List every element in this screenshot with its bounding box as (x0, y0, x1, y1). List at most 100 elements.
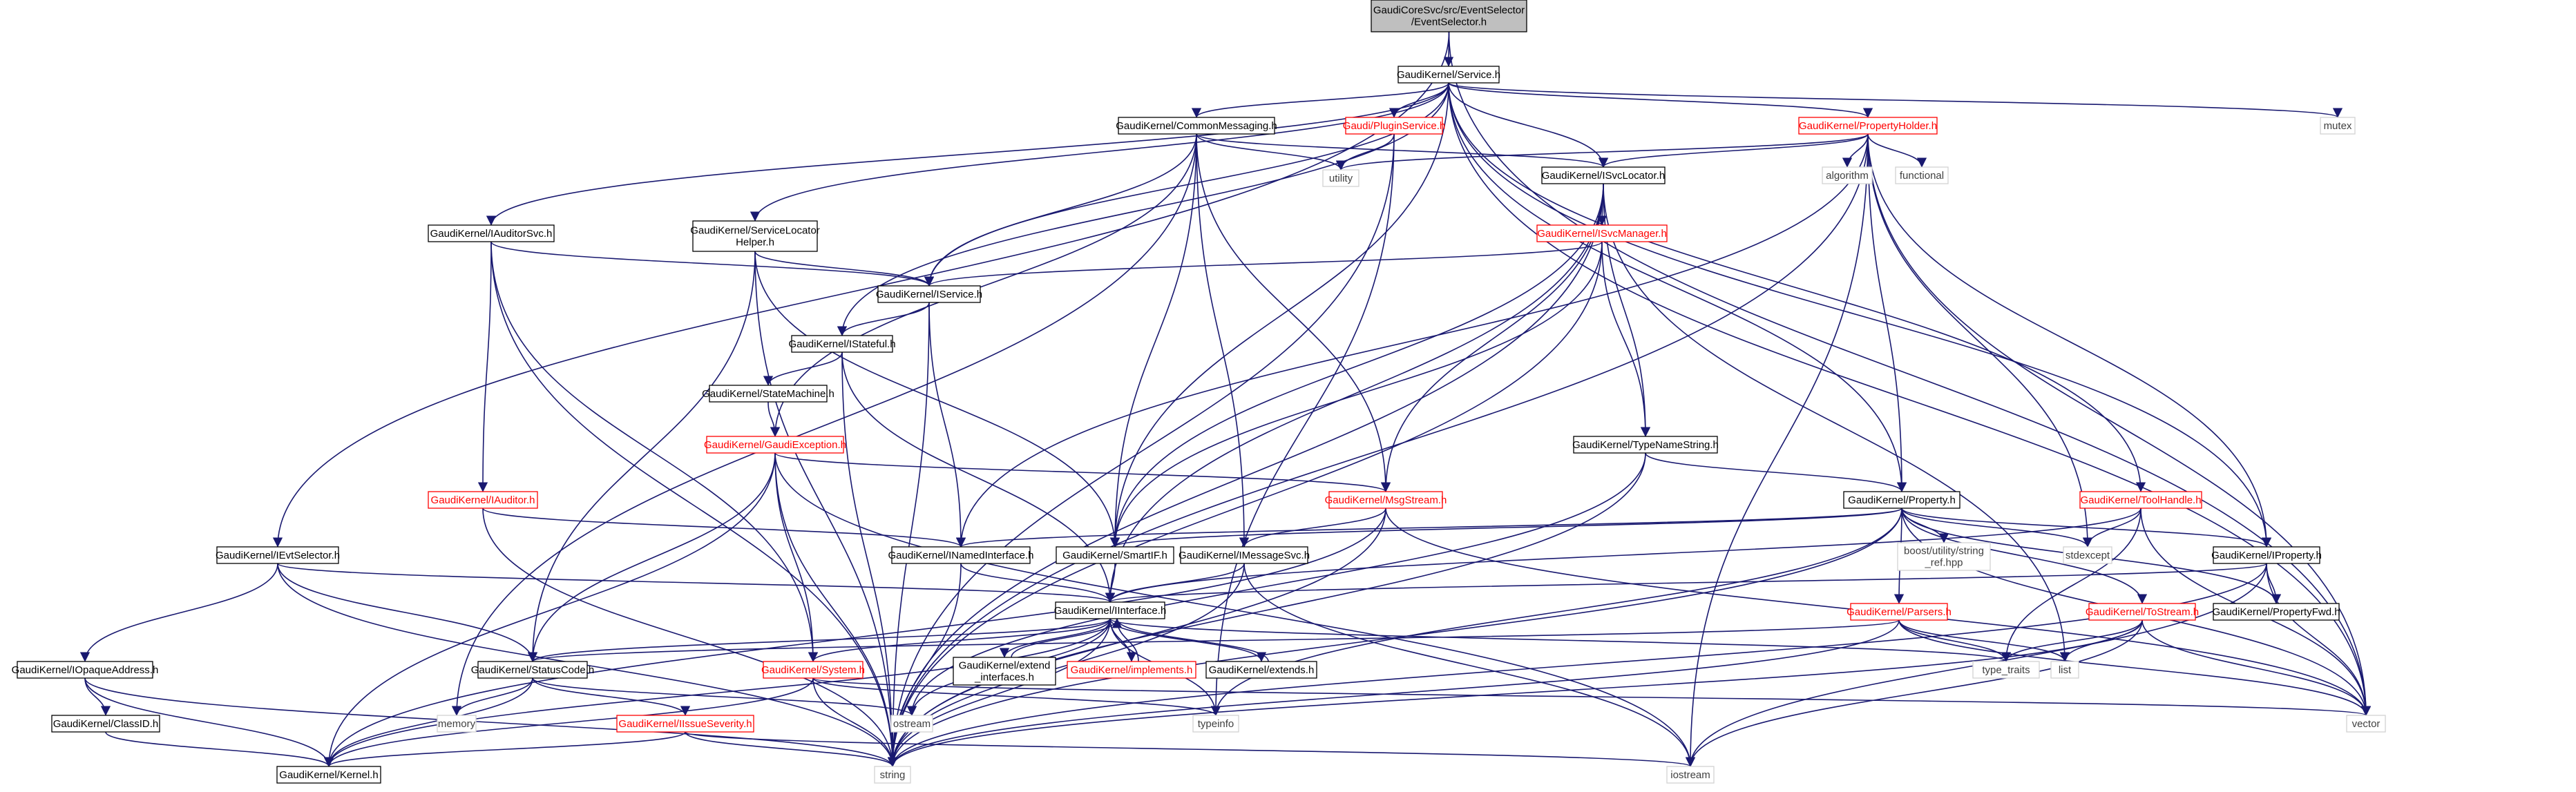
node-label: GaudiKernel/TypeNameString.h (1572, 439, 1719, 451)
node-type_traits: type_traits (1972, 661, 2040, 679)
node-extend_interfaces[interactable]: GaudiKernel/extend_interfaces.h (953, 657, 1056, 686)
node-parsers[interactable]: GaudiKernel/Parsers.h (1847, 603, 1952, 621)
edge-iinterface-to-string (887, 618, 1111, 767)
node-isvclocator[interactable]: GaudiKernel/ISvcLocator.h (1541, 166, 1666, 184)
node-implements[interactable]: GaudiKernel/implements.h (1067, 661, 1196, 679)
node-ostream: ostream (890, 715, 933, 733)
node-commonmsg[interactable]: GaudiKernel/CommonMessaging.h (1116, 117, 1277, 135)
node-kernel[interactable]: GaudiKernel/Kernel.h (276, 766, 381, 784)
node-label: GaudiKernel/ISvcManager.h (1537, 228, 1667, 240)
node-box (1067, 661, 1196, 679)
edge-iauditor-to-string (482, 508, 898, 767)
node-box (477, 661, 588, 679)
node-box (763, 661, 864, 679)
edge-isvclocator-to-iinterface (1105, 183, 1604, 603)
node-system[interactable]: GaudiKernel/System.h (761, 661, 865, 679)
edge-statuscode-to-memory (451, 677, 533, 716)
node-label: GaudiKernel/IAuditorSvc.h (430, 228, 553, 240)
edge-isvclocator-to-string (887, 183, 1604, 767)
edge-istateful-to-statemachine (763, 351, 843, 386)
node-tostream[interactable]: GaudiKernel/ToStream.h (2086, 603, 2199, 621)
node-label: list (2059, 664, 2072, 676)
node-box (791, 335, 893, 353)
edge-iinterface-to-type_traits (1109, 618, 2011, 662)
edge-parsers-to-string (887, 619, 1900, 767)
node-msgstream[interactable]: GaudiKernel/MsgStream.h (1325, 491, 1447, 509)
node-gaudiexception[interactable]: GaudiKernel/GaudiException.h (704, 436, 846, 454)
node-vector: vector (2346, 715, 2386, 733)
node-box (1192, 715, 1239, 733)
node-typeinfo: typeinfo (1192, 715, 1239, 733)
node-box (890, 715, 933, 733)
node-ievtselector[interactable]: GaudiKernel/IEvtSelector.h (216, 546, 340, 564)
edge-iinterface-to-extend_interfaces (999, 618, 1111, 658)
node-label: GaudiKernel/IStateful.h (788, 338, 895, 350)
node-box (51, 715, 160, 733)
node-typenamestring[interactable]: GaudiKernel/TypeNameString.h (1572, 436, 1719, 454)
edge-property-to-stdexcept (1901, 508, 2093, 548)
node-property[interactable]: GaudiKernel/Property.h (1843, 491, 1960, 509)
node-label: GaudiKernel/CommonMessaging.h (1116, 120, 1277, 132)
node-layer: GaudiCoreSvc/src/EventSelector/EventSele… (12, 0, 2386, 784)
edge-statuscode-to-iissueseverity (532, 677, 691, 716)
node-extends[interactable]: GaudiKernel/extends.h (1205, 661, 1317, 679)
node-label: GaudiKernel/implements.h (1071, 664, 1193, 676)
node-iauditorsvc[interactable]: GaudiKernel/IAuditorSvc.h (428, 224, 555, 242)
edge-ievtselector-to-statuscode (277, 563, 538, 662)
node-statemachine[interactable]: GaudiKernel/StateMachine.h (702, 385, 834, 403)
node-list: list (2050, 661, 2079, 679)
node-service[interactable]: GaudiKernel/Service.h (1397, 66, 1500, 84)
node-iissueseverity[interactable]: GaudiKernel/IIssueSeverity.h (616, 715, 754, 733)
node-box (428, 491, 538, 509)
node-root[interactable]: GaudiCoreSvc/src/EventSelector/EventSele… (1371, 0, 1527, 32)
edge-commonmsg-to-smartif (1109, 133, 1197, 548)
edge-isvcmanager-to-typenamestring (1601, 241, 1651, 437)
edge-iinterface-to-statuscode (528, 618, 1111, 662)
edge-service-to-mutex (1448, 82, 2343, 118)
edge-commonmsg-to-msgstream (1196, 133, 1391, 492)
edge-iinterface-to-kernel (323, 618, 1111, 767)
edge-iissueseverity-to-iostream (685, 731, 1695, 767)
node-box (1897, 542, 1991, 571)
node-algorithm: algorithm (1822, 166, 1873, 184)
node-iopaqueaddress[interactable]: GaudiKernel/IOpaqueAddress.h (12, 661, 159, 679)
node-label: GaudiKernel/PropertyHolder.h (1799, 120, 1937, 132)
edge-ievtselector-to-iinterface (277, 563, 1115, 603)
node-box (2088, 603, 2196, 621)
node-iservice[interactable]: GaudiKernel/IService.h (876, 285, 982, 303)
node-box (953, 657, 1056, 686)
node-label: GaudiKernel/Kernel.h (279, 769, 378, 781)
node-label: mutex (2324, 120, 2352, 132)
node-istateful[interactable]: GaudiKernel/IStateful.h (788, 335, 896, 353)
node-box (1118, 117, 1275, 135)
node-inamedinterface[interactable]: GaudiKernel/INamedInterface.h (888, 546, 1034, 564)
edge-tostream-to-list (2059, 619, 2143, 662)
node-toolhandle[interactable]: GaudiKernel/ToolHandle.h (2079, 491, 2202, 509)
node-iinterface[interactable]: GaudiKernel/IInterface.h (1054, 601, 1167, 619)
node-statuscode[interactable]: GaudiKernel/StatusCode.h (471, 661, 594, 679)
node-label: _ref.hpp (1924, 557, 1963, 569)
node-box (1180, 546, 1308, 564)
node-classid[interactable]: GaudiKernel/ClassID.h (51, 715, 160, 733)
node-smartif[interactable]: GaudiKernel/SmartIF.h (1056, 546, 1174, 564)
node-isvcmanager[interactable]: GaudiKernel/ISvcManager.h (1536, 224, 1668, 242)
node-propholder[interactable]: GaudiKernel/PropertyHolder.h (1798, 117, 1938, 135)
edge-iissueseverity-to-kernel (324, 731, 686, 767)
edge-typenamestring-to-property (1645, 452, 1907, 492)
node-iauditor[interactable]: GaudiKernel/IAuditor.h (428, 491, 538, 509)
node-label: stdexcept (2065, 550, 2110, 561)
node-imessagesvc[interactable]: GaudiKernel/IMessageSvc.h (1179, 546, 1310, 564)
node-box (2050, 661, 2079, 679)
edge-pluginsvc-to-typeinfo (1210, 133, 1395, 716)
node-label: GaudiKernel/PropertyFwd.h (2212, 606, 2340, 618)
node-propertyfwd[interactable]: GaudiKernel/PropertyFwd.h (2212, 603, 2340, 621)
node-pluginsvc[interactable]: Gaudi/PluginService.h (1343, 117, 1445, 135)
edge-gaudiexception-to-iostream (774, 452, 1696, 767)
edge-service-to-iauditorsvc (486, 82, 1449, 226)
node-iproperty[interactable]: GaudiKernel/IProperty.h (2211, 546, 2322, 564)
edge-system-to-vector (812, 677, 2371, 716)
node-label: GaudiKernel/StatusCode.h (471, 664, 594, 676)
node-label: GaudiKernel/ISvcLocator.h (1542, 170, 1665, 182)
node-label: GaudiKernel/ClassID.h (53, 718, 159, 730)
